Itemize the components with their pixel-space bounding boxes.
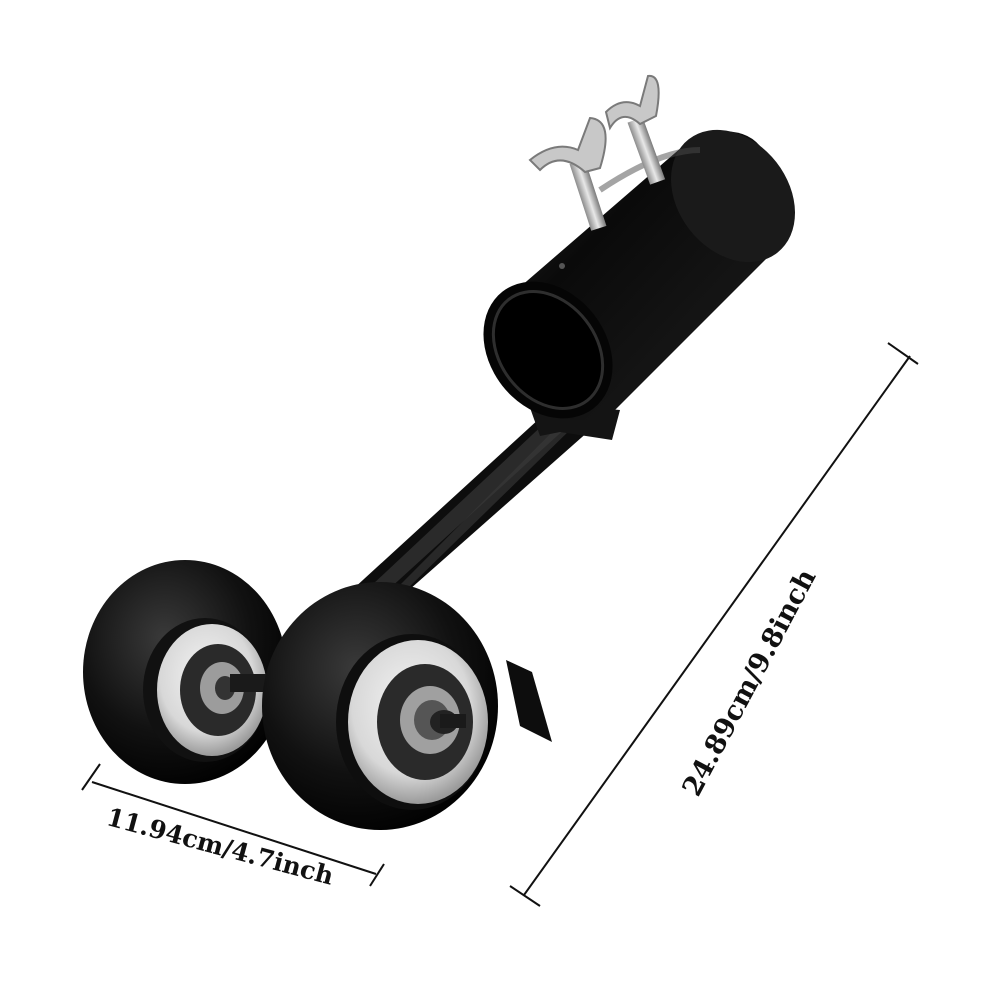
wing-bolt-left [528,116,607,231]
wheel-back [83,560,287,784]
shaft [352,418,590,605]
handle-socket-tube [483,129,795,421]
wing-bolt-right [604,74,666,185]
width-dimension-line [81,763,385,887]
wheel-front [262,582,498,830]
edger-blade [506,660,552,742]
length-dimension-line [509,342,919,907]
